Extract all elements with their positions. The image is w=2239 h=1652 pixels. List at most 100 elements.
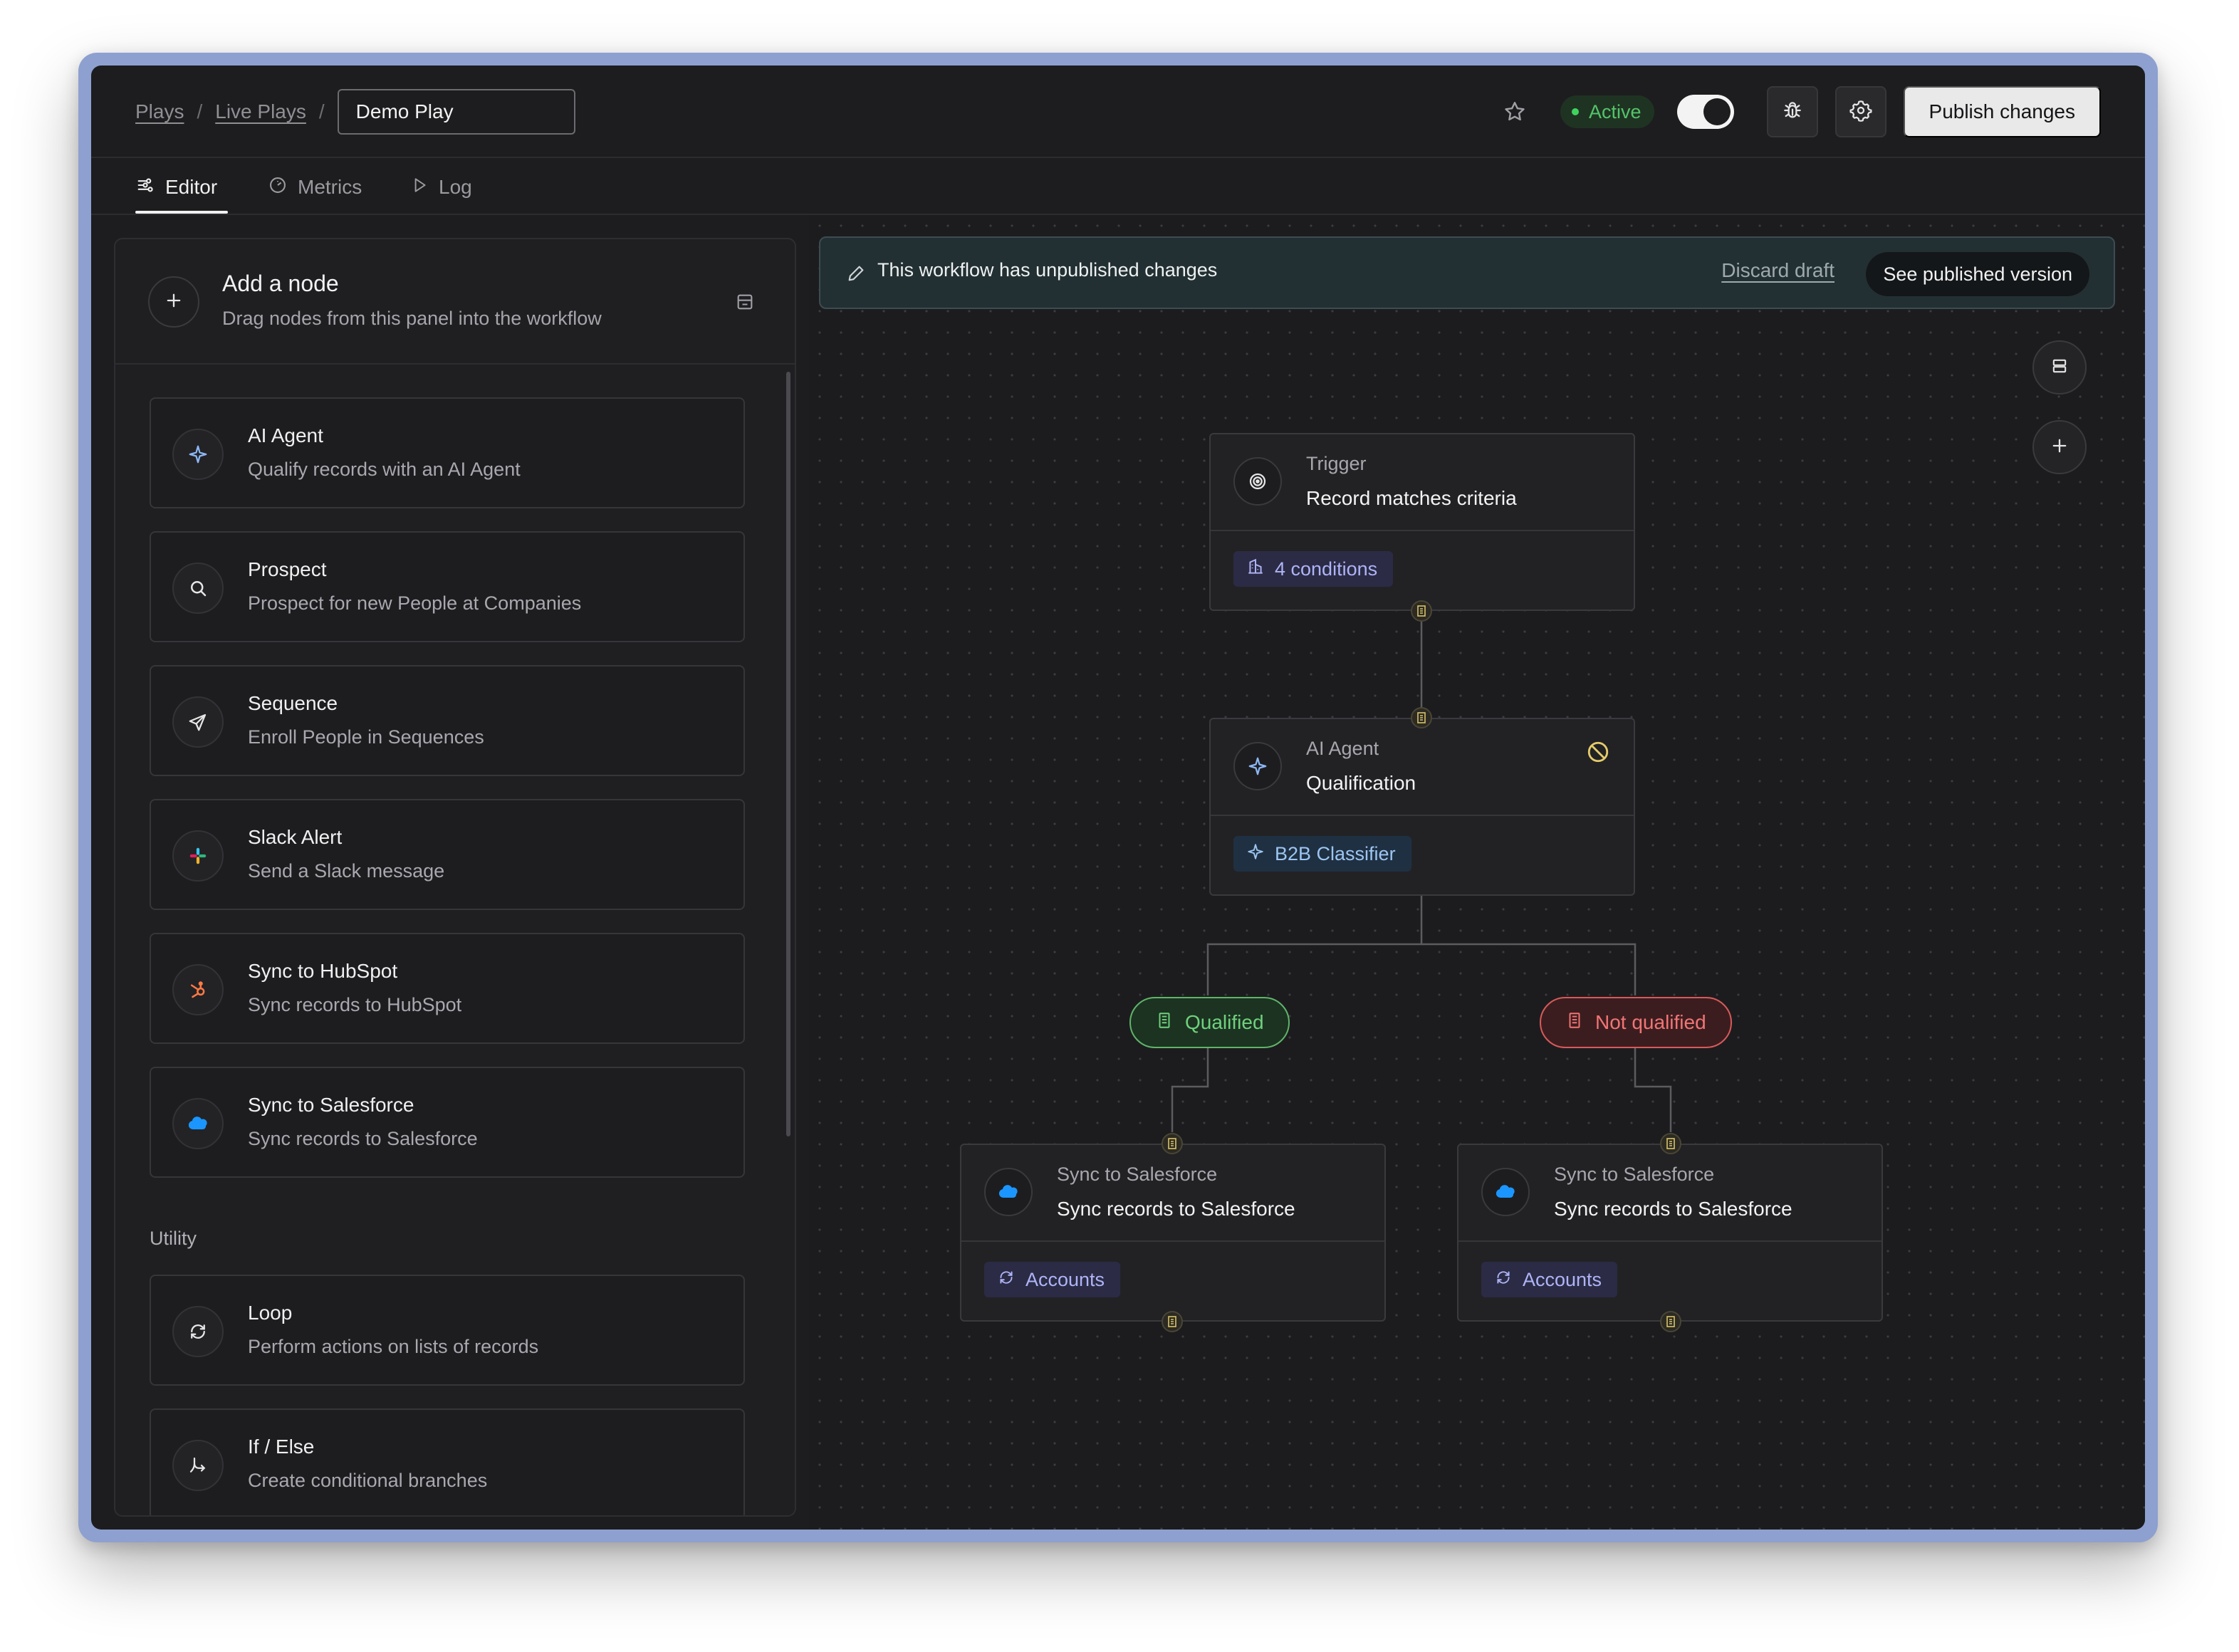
tab-editor-label: Editor [165,176,218,198]
salesforce-icon [1481,1168,1530,1216]
node-subtitle: Prospect for new People at Companies [248,592,582,614]
building-icon [1246,558,1265,581]
add-node-button[interactable] [148,276,199,328]
active-tab-indicator [135,211,228,214]
tab-metrics[interactable]: Metrics [268,160,362,215]
panel-subtitle: Drag nodes from this panel into the work… [222,308,602,329]
node-name: Qualification [1306,772,1416,794]
play-icon [410,176,429,199]
accounts-chip[interactable]: Accounts [1481,1262,1618,1297]
star-icon[interactable] [1501,98,1529,126]
trigger-output-port[interactable] [1411,600,1432,622]
sync-right-input-port[interactable] [1660,1133,1681,1154]
accounts-label: Accounts [1523,1268,1602,1290]
settings-button[interactable] [1834,86,1886,137]
sync-right-output-port[interactable] [1660,1311,1681,1332]
plus-icon [164,291,184,314]
node-kind: AI Agent [1306,738,1379,759]
sync-icon [997,1268,1016,1292]
node-title: Sync to HubSpot [248,960,398,982]
node-subtitle: Sync records to HubSpot [248,994,462,1015]
node-title: Slack Alert [248,826,343,848]
panel-node-sequence[interactable]: Sequence Enroll People in Sequences [150,665,745,776]
node-kind: Sync to Salesforce [1554,1164,1715,1185]
status-label: Active [1588,100,1642,122]
node-subtitle: Qualify records with an AI Agent [248,459,521,480]
editor-icon [135,175,155,200]
play-name-input[interactable] [337,89,575,135]
ai-agent-node[interactable]: AI Agent Qualification B2B Classifier [1209,718,1635,896]
tab-log[interactable]: Log [410,160,472,215]
classifier-label: B2B Classifier [1275,842,1396,864]
workflow-canvas[interactable]: This workflow has unpublished changes Di… [809,215,2145,1530]
metrics-icon [268,175,288,200]
search-icon [172,563,224,614]
toggle-knob [1703,98,1731,125]
breadcrumb-plays[interactable]: Plays [135,100,184,122]
node-subtitle: Send a Slack message [248,860,445,882]
breadcrumb-separator: / [197,100,203,122]
sparkle-icon [1246,842,1265,866]
utility-section-label: Utility [150,1228,197,1249]
sync-left-input-port[interactable] [1162,1133,1183,1154]
sync-node-header: Sync to Salesforce Sync records to Sales… [961,1145,1384,1242]
sync-node-header: Sync to Salesforce Sync records to Sales… [1458,1145,1882,1242]
accounts-label: Accounts [1025,1268,1105,1290]
rows-icon [2050,356,2070,380]
sparkle-icon [1233,742,1282,790]
unpublished-banner: This workflow has unpublished changes Di… [819,236,2115,309]
tab-metrics-label: Metrics [298,176,362,198]
panel-node-slack-alert[interactable]: Slack Alert Send a Slack message [150,799,745,910]
salesforce-icon [984,1168,1033,1216]
sync-salesforce-node-right[interactable]: Sync to Salesforce Sync records to Sales… [1457,1144,1883,1322]
layout-button[interactable] [2032,340,2087,394]
panel-scrollbar[interactable] [786,372,790,1136]
node-kind: Trigger [1306,453,1367,474]
node-subtitle: Enroll People in Sequences [248,726,484,748]
node-subtitle: Create conditional branches [248,1470,488,1491]
warning-icon[interactable] [1585,739,1611,768]
slack-icon [172,830,224,882]
panel-node-loop[interactable]: Loop Perform actions on lists of records [150,1275,745,1386]
sync-icon [1494,1268,1513,1292]
window-frame: Plays / Live Plays / Active [78,53,2158,1542]
panel-node-salesforce[interactable]: Sync to Salesforce Sync records to Sales… [150,1067,745,1178]
classifier-chip[interactable]: B2B Classifier [1233,836,1411,872]
node-title: Sequence [248,692,338,714]
discard-draft-link[interactable]: Discard draft [1721,259,1834,281]
tab-log-label: Log [439,176,472,198]
conditions-chip[interactable]: 4 conditions [1233,551,1394,587]
top-bar: Plays / Live Plays / Active [91,66,2145,158]
breadcrumb: Plays / Live Plays / [135,66,575,158]
qualified-branch[interactable]: Qualified [1129,997,1290,1048]
status-badge: Active [1560,95,1654,128]
sync-left-output-port[interactable] [1162,1311,1183,1332]
not-qualified-branch[interactable]: Not qualified [1540,997,1732,1048]
workflow-edges [1171,611,1672,1132]
trigger-node-header: Trigger Record matches criteria [1211,434,1634,531]
debug-button[interactable] [1766,86,1818,137]
collapse-panel-icon[interactable] [735,292,755,315]
tab-editor[interactable]: Editor [135,160,217,215]
branch-icon [172,1440,224,1491]
accounts-chip[interactable]: Accounts [984,1262,1121,1297]
publish-changes-button[interactable]: Publish changes [1903,86,2101,137]
send-icon [172,696,224,748]
breadcrumb-live-plays[interactable]: Live Plays [215,100,306,122]
active-toggle[interactable] [1676,95,1734,129]
building-icon [1565,1011,1584,1035]
panel-node-hubspot[interactable]: Sync to HubSpot Sync records to HubSpot [150,933,745,1044]
ai-agent-node-header: AI Agent Qualification [1211,719,1634,816]
agent-input-port[interactable] [1411,707,1432,728]
target-icon [1233,457,1282,506]
trigger-node[interactable]: Trigger Record matches criteria 4 condit… [1209,433,1635,611]
see-published-button[interactable]: See published version [1866,252,2089,296]
node-title: If / Else [248,1436,315,1458]
node-panel: Add a node Drag nodes from this panel in… [114,238,796,1517]
node-name: Sync records to Salesforce [1554,1198,1792,1220]
panel-node-if-else[interactable]: If / Else Create conditional branches [150,1408,745,1515]
zoom-in-button[interactable] [2032,420,2087,474]
panel-node-ai-agent[interactable]: AI Agent Qualify records with an AI Agen… [150,397,745,508]
panel-node-prospect[interactable]: Prospect Prospect for new People at Comp… [150,531,745,642]
sync-salesforce-node-left[interactable]: Sync to Salesforce Sync records to Sales… [960,1144,1386,1322]
